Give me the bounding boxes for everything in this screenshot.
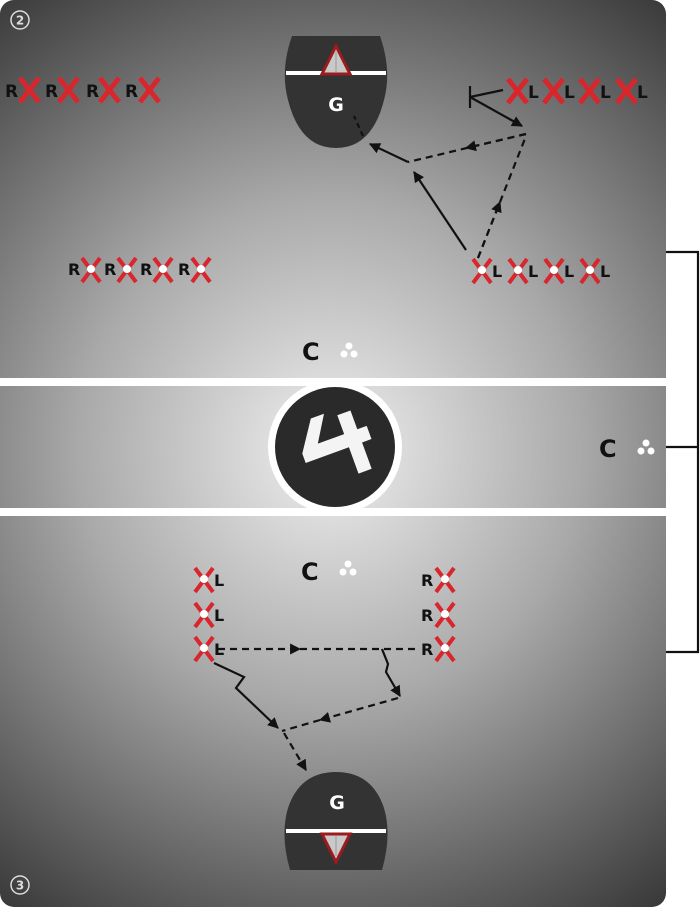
panel-number-3: 3	[16, 879, 24, 893]
cut-arrow	[413, 171, 467, 251]
goal-icon: G	[284, 772, 388, 870]
coach-label: C	[301, 558, 319, 586]
player-line-bottom-left: L L L	[193, 566, 224, 663]
dot-marker-icon	[579, 257, 601, 285]
coach-label: C	[599, 435, 617, 463]
coach-icon: C	[599, 435, 617, 463]
right-label: R	[140, 260, 152, 279]
right-label: R	[45, 82, 58, 102]
right-label: R	[125, 82, 138, 102]
cut-arrow	[469, 96, 523, 127]
dot-marker-icon	[193, 635, 215, 663]
player-line-mid-right: L L L L	[471, 257, 610, 285]
x-marker-icon	[615, 77, 638, 105]
x-marker-icon	[578, 77, 601, 105]
dot-marker-icon	[116, 256, 138, 284]
panel-number-2: 2	[16, 14, 24, 28]
x-marker-icon	[138, 76, 161, 104]
left-label: L	[600, 83, 611, 103]
panel-number-icon: 2	[10, 10, 30, 30]
movement-arrows-bottom	[213, 643, 418, 771]
player-line-bottom-right: R R R	[421, 566, 456, 663]
goalie-label: G	[328, 94, 344, 116]
pass-arrow	[407, 132, 527, 164]
x-marker-icon	[98, 76, 121, 104]
dot-marker-icon	[190, 256, 212, 284]
x-marker-icon	[57, 76, 80, 104]
ball-icon	[637, 439, 655, 455]
dot-marker-icon	[152, 256, 174, 284]
dot-marker-icon	[434, 601, 456, 629]
right-label: R	[86, 82, 99, 102]
dot-marker-icon	[193, 601, 215, 629]
ball-icon	[340, 342, 358, 358]
right-label: R	[178, 260, 190, 279]
right-label: R	[421, 640, 433, 659]
coach-icon: C	[301, 558, 319, 586]
left-label: L	[214, 571, 224, 590]
right-label: R	[68, 260, 80, 279]
left-label: L	[600, 262, 610, 281]
left-label: L	[637, 83, 648, 103]
panel-number-icon: 3	[10, 875, 30, 895]
coach-label: C	[302, 338, 320, 366]
left-label: L	[564, 262, 574, 281]
dot-marker-icon	[434, 566, 456, 594]
cut-arrow	[380, 648, 401, 697]
player-line-top-left: R R R R	[5, 76, 161, 104]
dot-marker-icon	[471, 257, 493, 285]
pass-arrow	[476, 135, 528, 259]
bracket-icon	[666, 250, 700, 654]
shot-arrow	[352, 115, 365, 137]
dot-marker-icon	[193, 566, 215, 594]
left-label: L	[528, 83, 539, 103]
left-label: L	[492, 262, 502, 281]
right-label: R	[5, 82, 18, 102]
left-label: L	[528, 262, 538, 281]
player-line-top-right: L L L L	[506, 77, 648, 105]
player-line-mid-left: R R R R	[68, 256, 212, 284]
pass-line	[469, 88, 504, 99]
dot-marker-icon	[80, 256, 102, 284]
x-marker-icon	[506, 77, 529, 105]
dot-marker-icon	[543, 257, 565, 285]
pass-arrow	[476, 200, 502, 259]
left-label: L	[564, 83, 575, 103]
goalie-label: G	[329, 792, 345, 814]
dot-marker-icon	[507, 257, 529, 285]
coach-icon: C	[302, 338, 320, 366]
right-label: R	[421, 571, 433, 590]
cut-arrow	[213, 662, 279, 729]
center-logo-icon	[268, 380, 402, 514]
pass-arrow	[281, 718, 321, 733]
right-label: R	[104, 260, 116, 279]
movement-arrows-top	[352, 86, 528, 259]
x-marker-icon	[542, 77, 565, 105]
ball-icon	[339, 560, 357, 576]
dot-marker-icon	[434, 635, 456, 663]
goal-icon: G	[284, 36, 388, 148]
pass-arrow	[318, 696, 399, 723]
x-marker-icon	[18, 76, 41, 104]
cut-arrow	[369, 143, 409, 163]
left-label: L	[214, 606, 224, 625]
right-label: R	[421, 606, 433, 625]
